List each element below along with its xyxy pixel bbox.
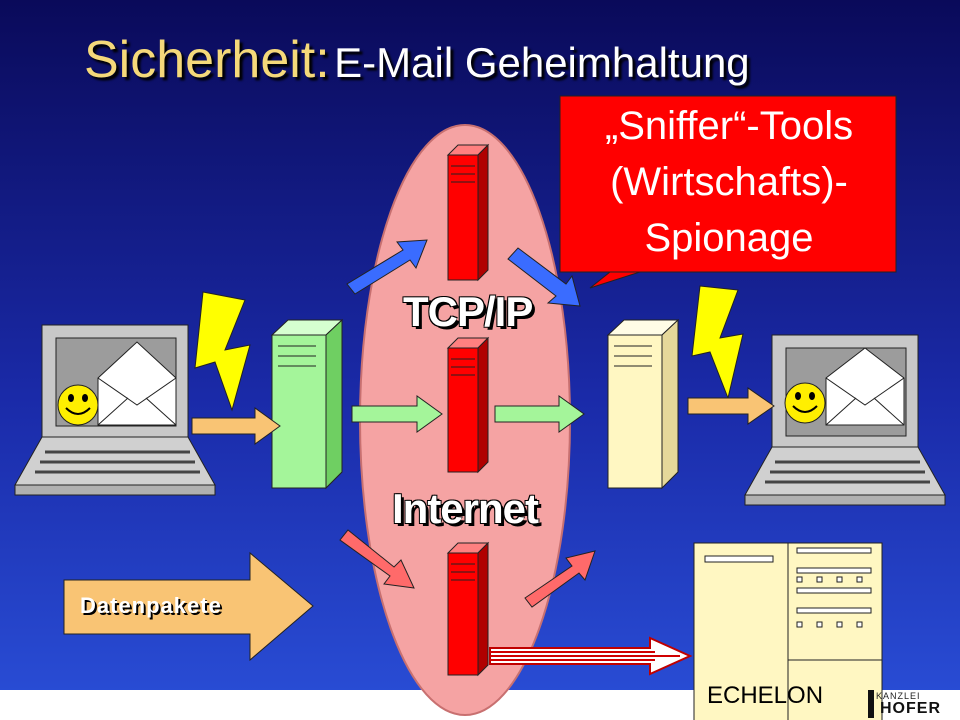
- slide-title: Sicherheit: E-Mail Geheimhaltung: [84, 30, 750, 90]
- kanzlei-logo-icon: [868, 690, 874, 718]
- datenpakete-label: Datenpakete: [80, 593, 222, 618]
- lightning-left-icon: [194, 291, 251, 412]
- sender-mail-server: [270, 318, 344, 490]
- echelon-building: [693, 542, 883, 720]
- arrow-server-to-laptop: [687, 387, 775, 425]
- arrow-laptop-to-server: [191, 407, 281, 445]
- sender-smiley-icon: [57, 384, 99, 426]
- sender-envelope-icon: [97, 341, 177, 426]
- logo-text-bottom: HOFER: [880, 700, 941, 717]
- title-sub: E-Mail Geheimhaltung: [334, 39, 750, 86]
- tcpip-label: TCP/IP: [403, 288, 533, 335]
- receiver-envelope-icon: [825, 347, 905, 426]
- receiver-mail-server: [606, 318, 680, 490]
- receiver-smiley-icon: [784, 382, 826, 424]
- arrow-blue-up: [346, 239, 428, 295]
- callout-text: „Sniffer“-Tools (Wirtschafts)- Spionage: [562, 98, 896, 266]
- arrow-red-down: [339, 529, 415, 589]
- router-top: [446, 143, 490, 282]
- arrow-green-right: [494, 395, 585, 433]
- router-bottom: [446, 541, 490, 677]
- sniffer-callout: [559, 95, 897, 289]
- title-main: Sicherheit:: [84, 31, 330, 89]
- lightning-right-icon: [691, 285, 744, 400]
- echelon-label: ECHELON: [707, 682, 824, 709]
- callout-line-3: Spionage: [644, 216, 814, 260]
- router-middle: [446, 336, 490, 474]
- arrow-green-left: [351, 395, 443, 433]
- datenpakete-arrow: [63, 551, 314, 662]
- arrow-to-echelon: [489, 636, 693, 676]
- arrow-blue-down: [507, 247, 581, 307]
- arrow-red-up: [524, 550, 596, 608]
- callout-line-2: (Wirtschafts)-: [610, 160, 848, 204]
- callout-line-1: „Sniffer“-Tools: [604, 104, 854, 148]
- logo-text-top: KANZLEI: [876, 691, 921, 701]
- internet-label: Internet: [392, 485, 539, 532]
